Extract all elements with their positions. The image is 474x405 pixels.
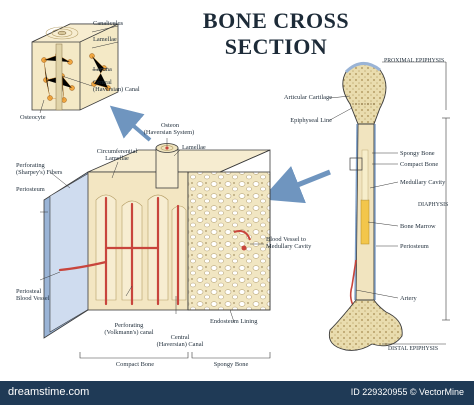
label-distal-epiphysis: DISTAL EPIPHYSIS (388, 346, 439, 352)
label-osteocyte: Osteocyte (20, 114, 46, 121)
label-spongy-bone-right: Spongy Bone (400, 150, 435, 157)
label-circumferential-2: Lamellae (105, 155, 129, 162)
label-spongy-bone-bottom: Spongy Bone (213, 361, 249, 368)
label-diaphysis: DIAPHYSIS (418, 202, 449, 208)
label-blood-vessel-2: Medullary Cavity (266, 243, 312, 250)
label-central-canal-top-2: (Haversian) Canal (93, 86, 140, 93)
range-brackets (382, 61, 450, 345)
label-endosteum: Endosteum Lining (210, 318, 258, 325)
long-bone (328, 62, 403, 351)
label-bone-marrow: Bone Marrow (400, 223, 436, 230)
label-central-canal-bottom-1: Central (170, 334, 190, 341)
label-canaliculus: Canaliculus (93, 20, 124, 27)
label-perforating-canal-1: Perforating (114, 322, 144, 329)
label-osteon-2: (Haversian System) (143, 129, 195, 136)
bottom-brackets (79, 352, 271, 359)
label-periosteum-right: Periosteum (400, 243, 429, 250)
magnify-arrow-2 (261, 166, 331, 204)
label-perforating-canal-2: (Volkmann's) canal (104, 329, 154, 336)
label-circumferential-1: Circumferential (96, 148, 138, 155)
label-perforating-fibers-2: (Sharpey's) Fibers (16, 169, 63, 176)
label-epiphyseal-line: Epiphyseal Line (290, 117, 332, 124)
footer-bar: dreamstime.com ID 229320955 © VectorMine (0, 381, 474, 405)
label-periosteal-vessel-1: Periosteal (16, 288, 42, 295)
magnify-arrow-1 (109, 105, 152, 142)
label-proximal-epiphysis: PROXIMAL EPIPHYSIS (384, 58, 445, 64)
label-medullary-cavity: Medullary Cavity (400, 179, 446, 186)
image-id: ID 229320955 © VectorMine (350, 387, 464, 397)
label-compact-bone-bottom: Compact Bone (115, 361, 155, 368)
label-articular-cartilage: Articular Cartilage (283, 94, 332, 101)
page-title: BONE CROSS SECTION (202, 8, 350, 59)
label-compact-bone-right: Compact Bone (400, 161, 439, 168)
label-periosteum-left: Periosteum (16, 186, 45, 193)
label-lamellae-top: Lamellae (93, 36, 117, 43)
bone-block (43, 143, 271, 339)
label-periosteal-vessel-2: Blood Vessel (16, 295, 50, 302)
label-artery: Artery (400, 295, 417, 302)
label-lacuna: Lacuna (93, 66, 112, 73)
label-lamellae-mid: Lamellae (182, 144, 206, 151)
label-perforating-fibers-1: Perforating (16, 162, 45, 169)
dreamstime-logo: dreamstime.com (8, 386, 90, 398)
osteocyte-detail (31, 23, 119, 111)
label-central-canal-bottom-2: (Haversian) Canal (156, 341, 204, 348)
label-osteon-1: Osteon (160, 122, 180, 129)
label-central-canal-top-1: Central (93, 79, 112, 86)
label-blood-vessel-1: Blood Vessel to (266, 236, 307, 243)
leader-lines (39, 25, 399, 323)
